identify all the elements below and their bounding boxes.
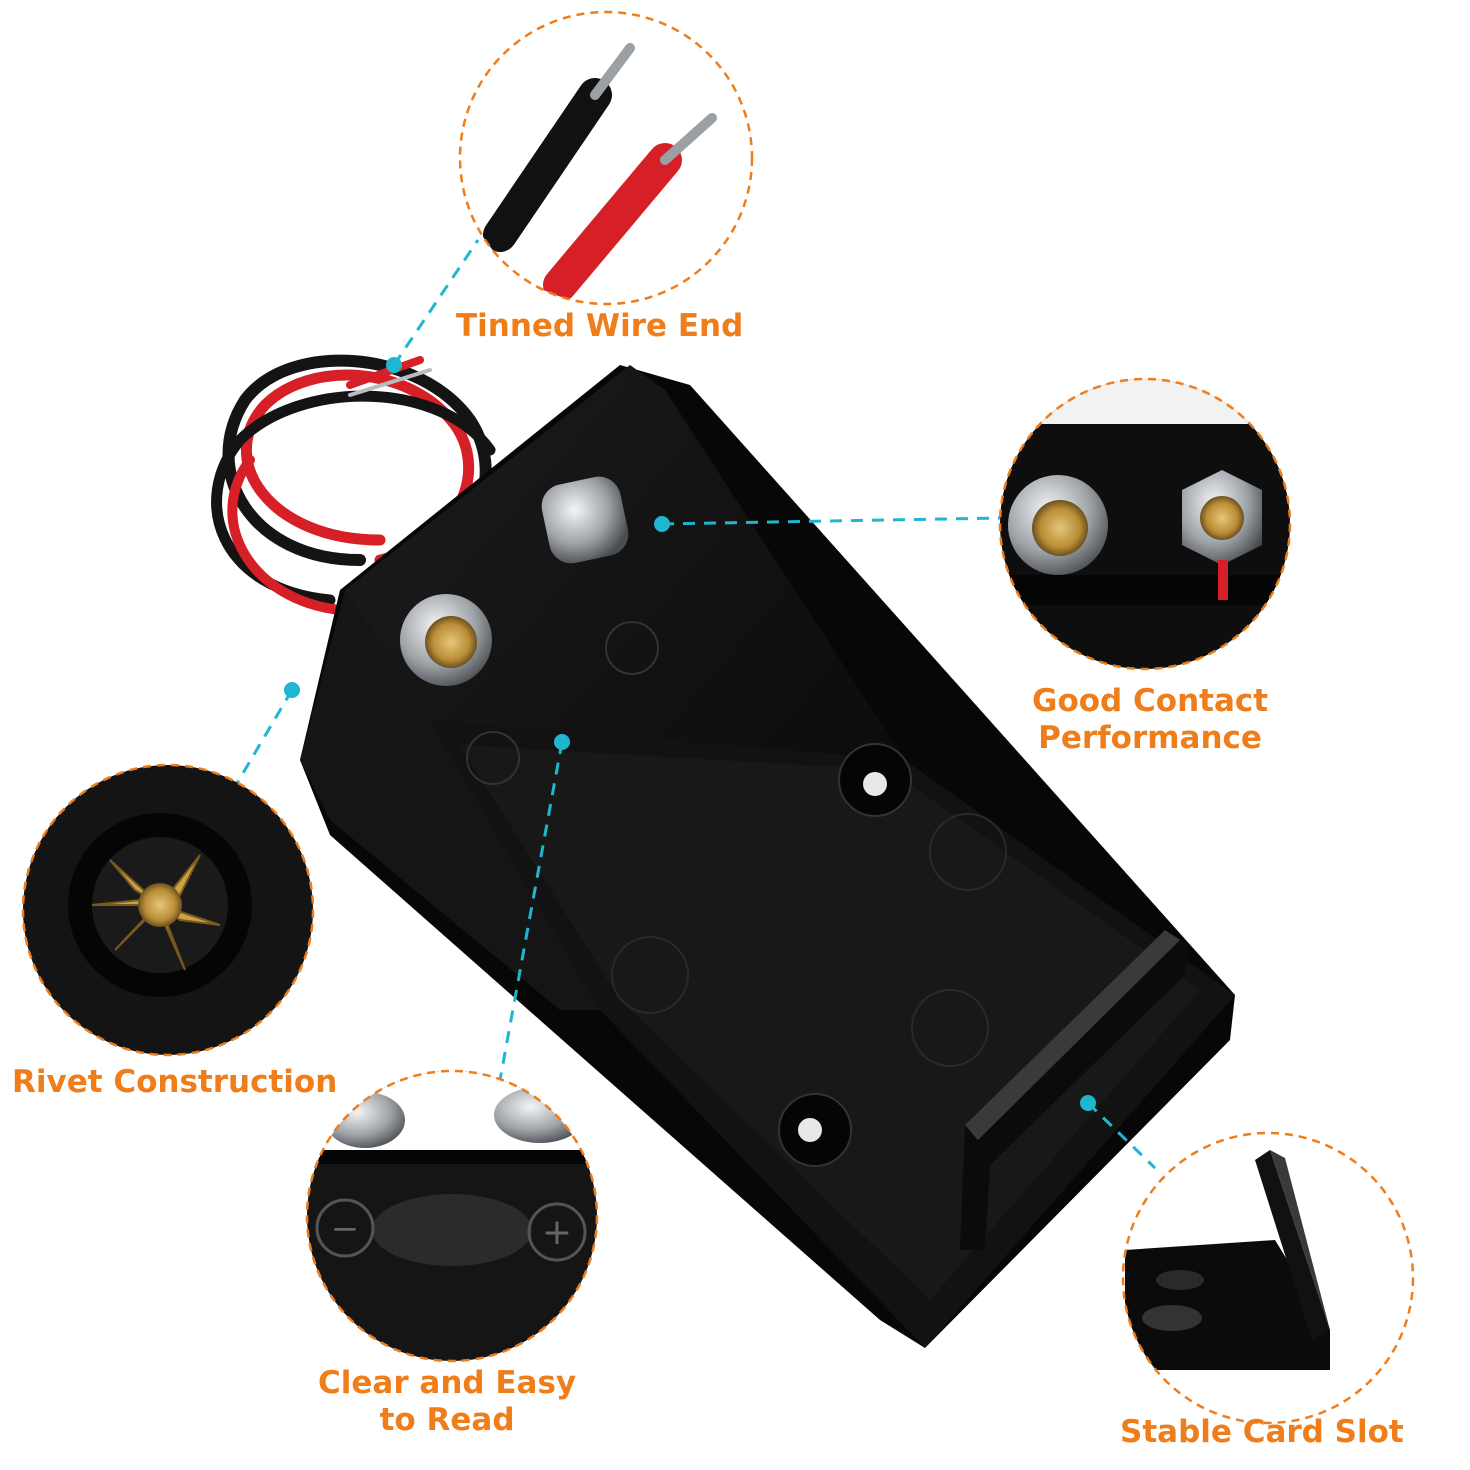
tinned-wire-end-label: Tinned Wire End bbox=[456, 308, 743, 345]
good-contact-label: Good Contact Performance bbox=[1032, 683, 1268, 757]
stable-card-slot-text: Stable Card Slot bbox=[1120, 1414, 1404, 1450]
good-contact-line2: Performance bbox=[1038, 720, 1262, 757]
rivet-closeup-icon bbox=[21, 763, 315, 1057]
polarity-marks-closeup-icon: − + bbox=[305, 1069, 599, 1363]
minus-sign: − bbox=[331, 1209, 360, 1249]
card-slot-closeup-icon bbox=[1121, 1131, 1415, 1425]
rivet-construction-label: Rivet Construction bbox=[12, 1064, 337, 1101]
leader-lines bbox=[234, 239, 1157, 1170]
tinned-wire-end-text: Tinned Wire End bbox=[456, 308, 744, 344]
clear-easy-read-line2: to Read bbox=[379, 1402, 515, 1439]
clear-easy-read-line1: Clear and Easy bbox=[318, 1365, 577, 1401]
stable-card-slot-label: Stable Card Slot bbox=[1120, 1414, 1404, 1451]
rivet-construction-text: Rivet Construction bbox=[12, 1064, 338, 1100]
plus-sign: + bbox=[542, 1212, 572, 1253]
battery-holder bbox=[300, 365, 1235, 1348]
good-contact-line1: Good Contact bbox=[1032, 683, 1269, 719]
clear-easy-read-label: Clear and Easy to Read bbox=[318, 1365, 576, 1439]
leader-dots bbox=[284, 357, 1096, 1111]
snap-contacts-closeup-icon bbox=[998, 377, 1292, 671]
tinned-wire-closeup-icon bbox=[458, 10, 754, 306]
